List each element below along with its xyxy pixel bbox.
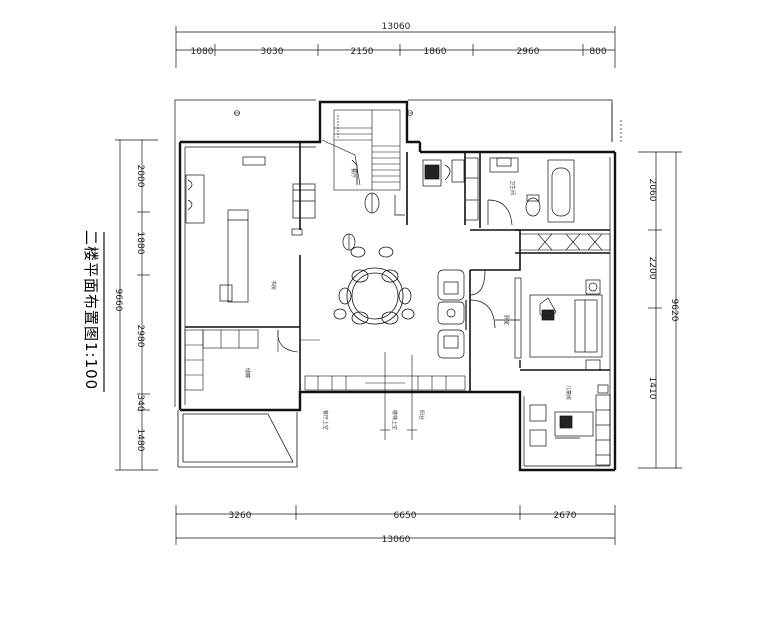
dim-bottom-seg-3: 2670 [554, 511, 577, 521]
room-label-below-1: 客厅上空 [322, 410, 329, 430]
bedroom-furniture [469, 269, 603, 371]
study-furniture [185, 156, 316, 303]
dining-set [333, 246, 415, 325]
room-label-study: 书房 [270, 280, 277, 290]
room-label-kids-room: 儿童房 [565, 385, 572, 400]
dim-top-seg-3: 2150 [351, 47, 374, 57]
dim-left-seg-1: 2000 [135, 165, 145, 188]
drawing-title: 二楼平面布置图1:100 [82, 230, 100, 390]
dim-bottom-seg-1: 3260 [229, 511, 252, 521]
balcony-outline [177, 410, 298, 468]
bottom-cabinet-strip [300, 339, 466, 440]
dim-top-seg-6: 800 [589, 47, 606, 57]
roof-outline [174, 99, 622, 407]
dim-right-seg-1: 2060 [647, 179, 657, 202]
dimension-lines-right [638, 151, 682, 469]
room-label-bedroom: 卧室 [503, 315, 510, 325]
dim-top-total: 13060 [382, 22, 411, 32]
dim-bottom-total: 13060 [382, 535, 411, 545]
dim-top-seg-2: 3030 [261, 47, 284, 57]
room-label-dining: 餐厅 [350, 168, 357, 178]
dim-top-seg-1: 1080 [191, 47, 214, 57]
room-label-storage: 储藏 [244, 368, 251, 378]
dim-right-seg-3: 1410 [647, 377, 657, 400]
center-right-furniture [437, 269, 467, 359]
wardrobe-strip [519, 233, 611, 251]
small-symbols [234, 110, 413, 116]
storage-cabinet [184, 329, 299, 391]
room-label-below-2: 楼梯上空 [391, 410, 398, 430]
dim-left-seg-2: 1880 [135, 232, 145, 255]
dim-right-total: 9620 [669, 299, 679, 322]
exterior-walls [178, 100, 617, 472]
dim-left-seg-4: 340 [135, 394, 145, 411]
dim-left-seg-5: 1480 [135, 429, 145, 452]
dim-top-seg-5: 2960 [517, 47, 540, 57]
dining-markers [342, 192, 405, 251]
dim-right-seg-2: 2200 [647, 257, 657, 280]
dim-bottom-seg-2: 6650 [394, 511, 417, 521]
bathroom-fixtures [422, 157, 575, 226]
dim-top-seg-4: 1860 [424, 47, 447, 57]
dim-left-total: 9660 [113, 289, 123, 312]
dim-left-seg-3: 2980 [135, 325, 145, 348]
staircase [321, 109, 401, 191]
room-label-balcony: 阳台 [418, 410, 425, 420]
room-label-bath: 卫生间 [509, 180, 516, 195]
dimension-lines-bottom [175, 505, 616, 545]
kids-room-furniture [529, 384, 611, 466]
dimension-lines-top [175, 26, 616, 68]
dimension-lines-left [115, 139, 158, 471]
interior-walls [185, 142, 610, 392]
